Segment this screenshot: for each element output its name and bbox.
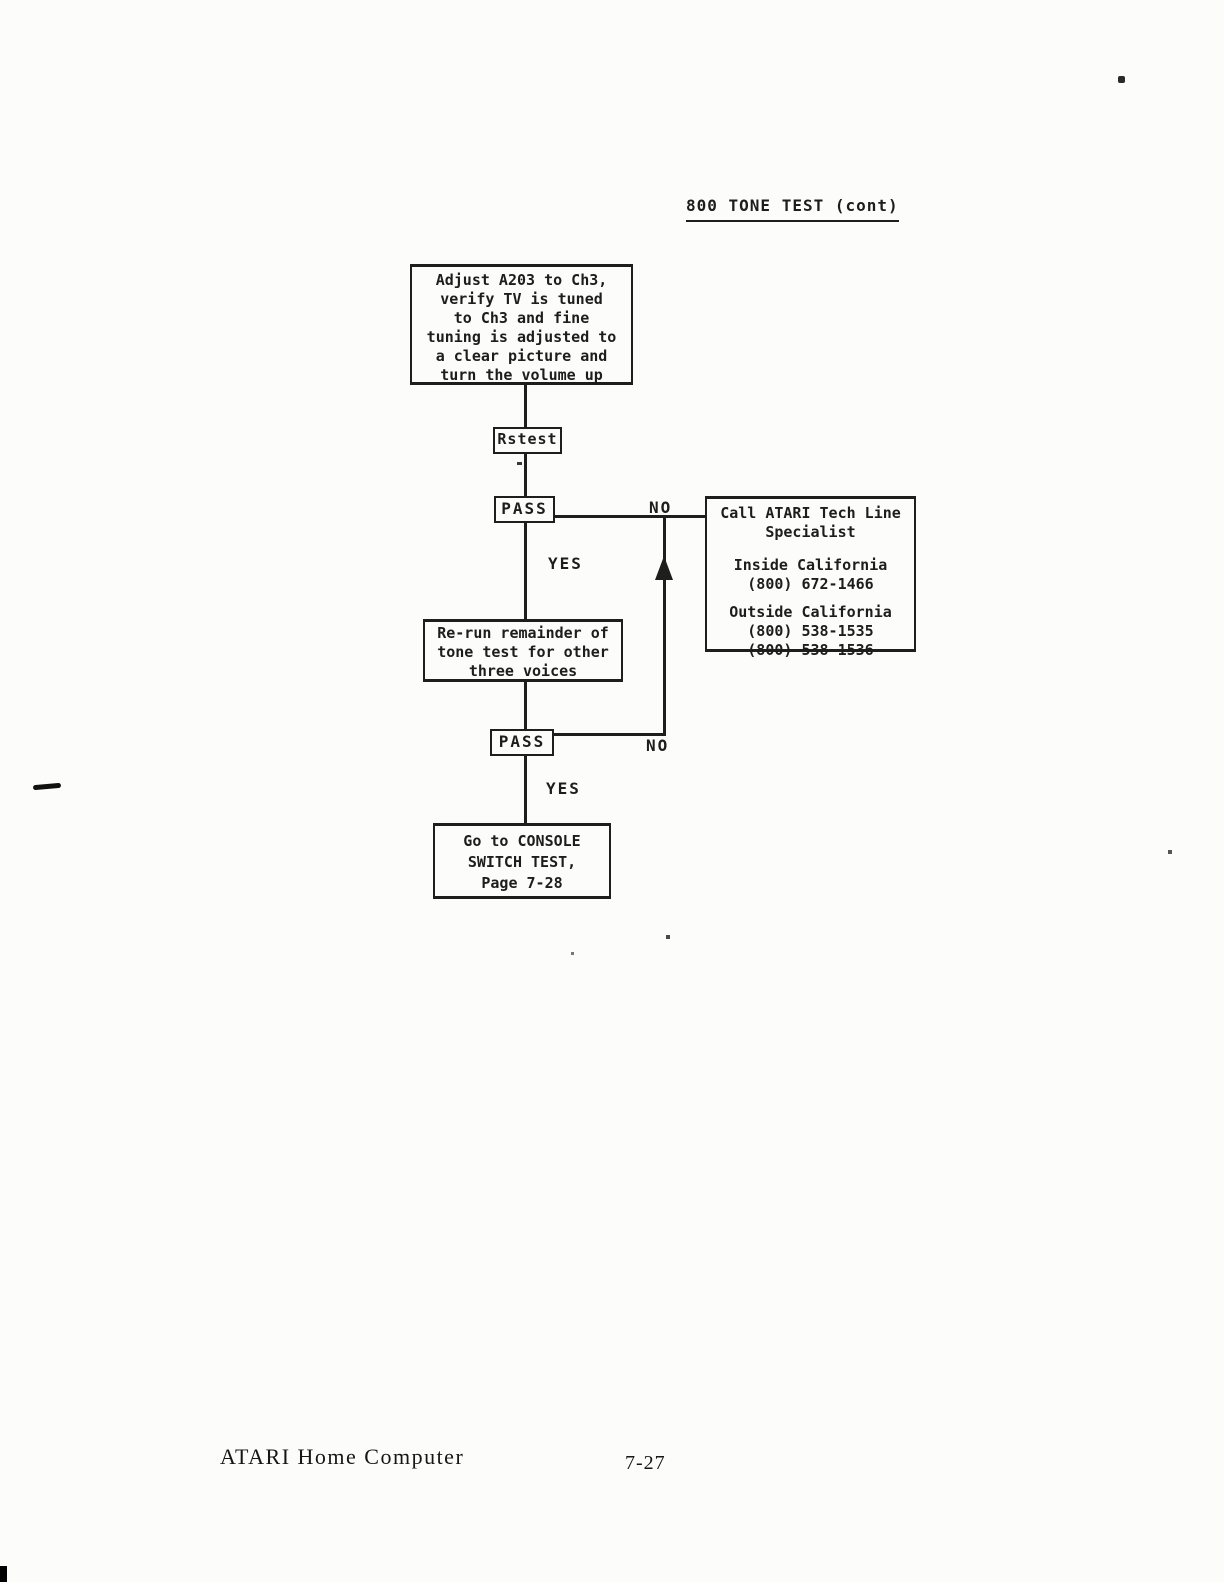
rerun-line: tone test for other [437,643,609,661]
connector-line [524,682,527,729]
scan-artifact [1168,850,1172,854]
rstest-label: Rstest [497,430,558,448]
edge-label-no2: NO [646,736,670,755]
connector-line-up [663,517,666,736]
tech-phone: (800) 672-1466 [747,575,874,593]
tech-line: Specialist [765,523,856,541]
flowchart-node-rerun: Re-run remainder of tone test for other … [423,619,623,682]
adjust-line: verify TV is tuned [440,290,603,308]
scan-artifact [1118,76,1125,83]
footer-product-name: ATARI Home Computer [220,1444,465,1469]
flowchart-node-adjust: Adjust A203 to Ch3, verify TV is tuned t… [410,264,633,385]
scan-artifact [571,952,574,955]
scan-artifact-corner [0,1566,7,1582]
adjust-line: Adjust A203 to Ch3, [435,271,608,289]
goto-line: SWITCH TEST, [467,853,577,871]
flowchart-node-tech-line: Call ATARI Tech Line Specialist Inside C… [705,496,916,659]
tech-line: Inside California [733,556,888,574]
tech-line: Outside California [729,603,892,621]
edge-label-yes2: YES [546,779,581,798]
flowchart-node-goto: Go to CONSOLE SWITCH TEST, Page 7-28 [433,823,611,899]
scan-artifact [517,462,522,465]
scan-artifact-dash [32,782,62,791]
adjust-line: tuning is adjusted to [426,328,617,346]
adjust-line: to Ch3 and fine [453,309,590,327]
goto-line: Go to CONSOLE [463,832,581,850]
flowchart-node-pass1: PASS [494,496,555,523]
connector-line-no1 [555,515,705,518]
rerun-line: Re-run remainder of [437,624,609,642]
connector-line-no2 [554,733,666,736]
connector-line [524,756,527,823]
connector-line [524,454,527,496]
connector-line [524,385,527,428]
edge-label-no1: NO [649,498,673,517]
pass1-label: PASS [501,499,548,518]
footer-page-number: 7-27 [625,1452,666,1474]
pass2-label: PASS [498,732,546,751]
edge-label-yes1: YES [548,554,583,573]
flowchart-node-pass2: PASS [490,729,554,756]
flowchart-node-rstest: Rstest [493,427,562,454]
arrow-up-head [655,556,673,580]
tech-phone: (800) 538-1536 [747,641,874,659]
rerun-line: three voices [468,662,578,680]
tech-line: Call ATARI Tech Line [720,504,901,522]
tech-phone: (800) 538-1535 [747,622,874,640]
adjust-line: a clear picture and [435,347,608,365]
goto-line: Page 7-28 [481,874,563,892]
adjust-line: turn the volume up [440,366,603,384]
connector-line [524,523,527,621]
scan-artifact [666,935,670,939]
page-title: 800 TONE TEST (cont) [686,196,899,222]
